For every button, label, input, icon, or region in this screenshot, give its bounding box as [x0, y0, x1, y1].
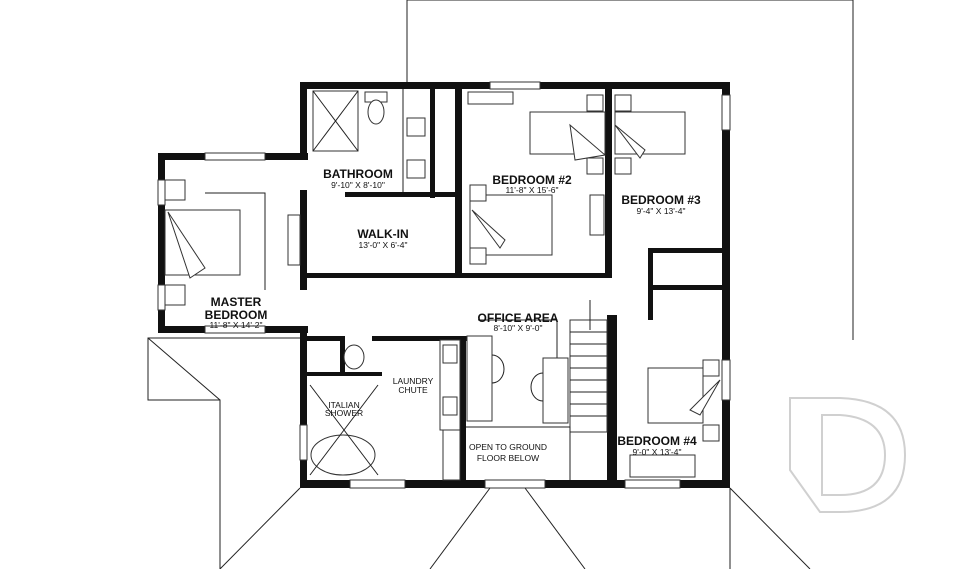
fixtures: [164, 89, 721, 481]
walkin-name: WALK-IN: [357, 227, 408, 241]
bedroom3-dims: 9'-4" X 13'-4": [637, 206, 686, 216]
walkin-dims: 13'-0" X 6'-4": [359, 240, 408, 250]
bedroom3-name: BEDROOM #3: [621, 193, 701, 207]
laundry-label-2: CHUTE: [398, 385, 428, 395]
bathroom-name: BATHROOM: [323, 167, 393, 181]
laundry-label-1: LAUNDRY: [393, 376, 434, 386]
shower-label-1: ITALIAN: [328, 400, 360, 410]
stairs: [466, 300, 608, 480]
logo-watermark: [789, 397, 907, 513]
master-dims: 11'-8" X 14'-2": [209, 320, 262, 330]
bedroom4-name: BEDROOM #4: [617, 434, 697, 448]
bedroom2-dims: 11'-8" X 15'-6": [505, 185, 558, 195]
windows: [157, 81, 731, 489]
open-label-2: FLOOR BELOW: [477, 453, 539, 463]
master-name-2: BEDROOM: [205, 308, 268, 322]
office-name: OFFICE AREA: [478, 311, 559, 325]
office-dims: 8'-10" X 9'-0": [494, 323, 543, 333]
bedroom4-dims: 9'-0" X 13'-4": [633, 447, 682, 457]
open-label-1: OPEN TO GROUND: [469, 442, 547, 452]
shower-label-2: SHOWER: [325, 408, 363, 418]
bathroom-dims: 9'-10" X 8'-10": [331, 180, 385, 190]
bedroom2-name: BEDROOM #2: [492, 173, 572, 187]
roof-outline: [147, 0, 854, 569]
master-name-1: MASTER: [211, 295, 262, 309]
